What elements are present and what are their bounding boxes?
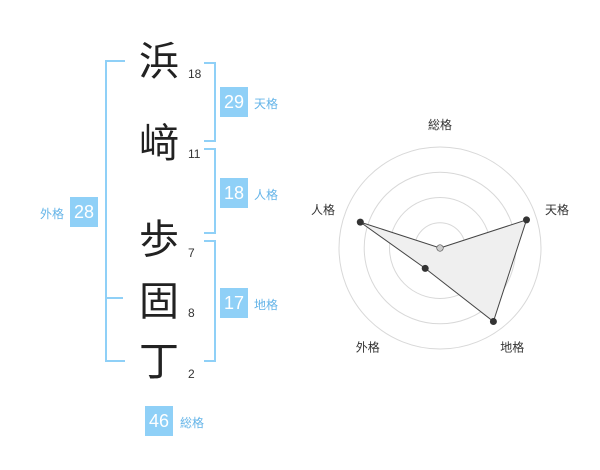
radar-axis-label-5: 人格 xyxy=(311,202,335,217)
tenkaku-label: 天格 xyxy=(254,97,279,111)
soukaku-label: 総格 xyxy=(180,416,205,430)
gaikaku-label: 外格 xyxy=(40,207,65,221)
radar-axis-label-3: 地格 xyxy=(500,340,524,355)
tenkaku-bracket xyxy=(204,62,216,142)
jinkaku-bracket xyxy=(204,148,216,234)
radar-axis-label-2: 天格 xyxy=(545,202,569,217)
chikaku-label: 地格 xyxy=(254,298,279,312)
chikaku-value: 17 xyxy=(220,288,248,318)
stroke-count-5: 2 xyxy=(188,367,195,381)
gaikaku-value: 28 xyxy=(70,197,98,227)
radar-center-dot xyxy=(437,245,443,251)
jinkaku-value: 18 xyxy=(220,178,248,208)
tenkaku-value: 29 xyxy=(220,87,248,117)
gaikaku-bracket-tick xyxy=(105,297,123,299)
radar-ring-4 xyxy=(338,146,542,350)
radar-point-5 xyxy=(356,218,364,226)
radar-axis-label-1: 総格 xyxy=(428,117,452,132)
stroke-count-2: 11 xyxy=(188,147,201,161)
stroke-count-1: 18 xyxy=(188,67,202,81)
name-char-4: 固 xyxy=(139,279,179,325)
radar-polygon xyxy=(360,219,528,323)
name-char-1: 浜 xyxy=(139,39,179,85)
radar-point-3 xyxy=(489,318,497,325)
soukaku-value: 46 xyxy=(145,406,173,436)
jinkaku-label: 人格 xyxy=(254,188,279,202)
radar-point-4 xyxy=(421,264,429,272)
name-char-3: 歩 xyxy=(139,217,179,263)
name-char-2: 﨑 xyxy=(139,121,179,167)
stroke-count-3: 7 xyxy=(188,246,195,260)
gaikaku-bracket xyxy=(105,60,125,362)
chikaku-bracket xyxy=(204,240,216,362)
radar-point-2 xyxy=(523,216,530,224)
radar-axis-label-4: 外格 xyxy=(356,340,380,355)
name-char-5: 丁 xyxy=(139,339,179,385)
stroke-count-4: 8 xyxy=(188,306,195,320)
